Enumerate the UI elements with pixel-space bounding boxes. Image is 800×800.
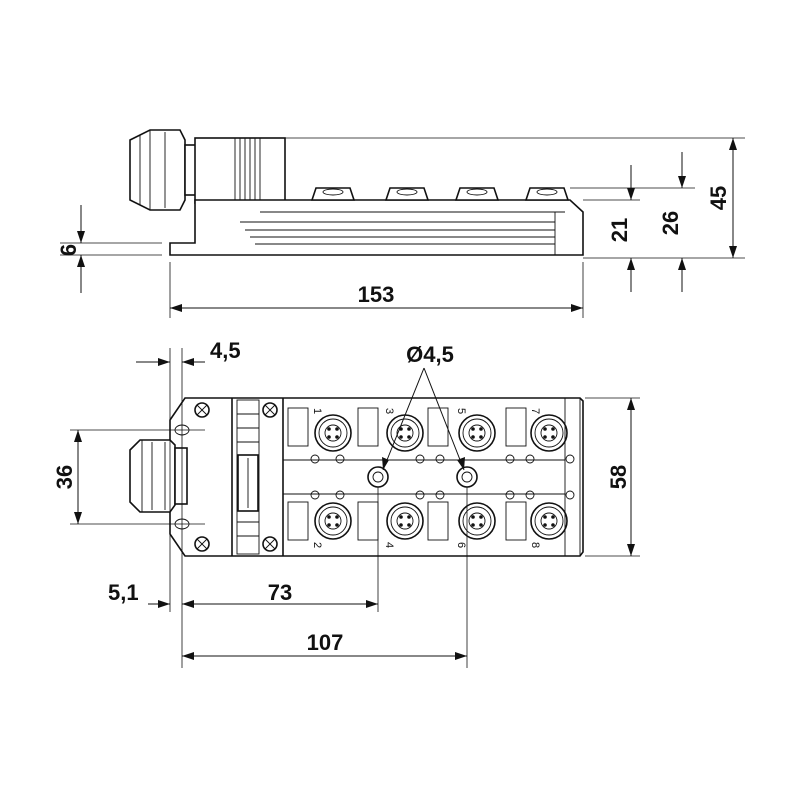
dim-4-5: 4,5: [136, 338, 241, 366]
dim-5-1-label: 5,1: [108, 580, 139, 605]
side-cable-gland: [129, 129, 198, 211]
dim-5-1: 5,1: [108, 580, 170, 608]
dim-107-label: 107: [307, 630, 344, 655]
dim-6-label: 6: [56, 244, 81, 256]
top-cable-gland: [129, 439, 188, 513]
dim-21: 21: [607, 165, 635, 292]
socket-8: [530, 502, 568, 540]
dim-153-label: 153: [358, 282, 395, 307]
dim-hole-diameter-label: Ø4,5: [406, 342, 454, 367]
side-socket-2: [384, 187, 430, 201]
side-view: 6 153 21 26 45: [56, 129, 745, 318]
port-label-7: 7: [529, 408, 541, 414]
screw-bottom-right: [262, 536, 278, 552]
socket-5: [458, 414, 496, 452]
socket-2: [314, 502, 352, 540]
dim-36: 36: [52, 430, 82, 524]
dim-45: 45: [706, 138, 737, 258]
dim-4-5-label: 4,5: [210, 338, 241, 363]
port-label-4: 4: [383, 542, 395, 548]
dim-73-label: 73: [268, 580, 292, 605]
dim-26-label: 26: [658, 211, 683, 235]
dim-45-label: 45: [706, 186, 731, 210]
side-socket-3: [454, 187, 500, 201]
port-label-3: 3: [383, 408, 395, 414]
port-label-1: 1: [311, 408, 323, 414]
dim-58: 58: [606, 398, 635, 556]
port-label-5: 5: [455, 408, 467, 414]
dim-26: 26: [658, 152, 686, 292]
screw-top-left: [194, 402, 210, 418]
dim-36-label: 36: [52, 465, 77, 489]
screw-top-right: [262, 402, 278, 418]
dim-6: 6: [56, 205, 85, 293]
dim-107: 107: [182, 630, 467, 660]
dim-21-label: 21: [607, 218, 632, 242]
socket-7: [530, 414, 568, 452]
port-label-6: 6: [455, 542, 467, 548]
socket-4: [386, 502, 424, 540]
dim-hole-diameter: Ø4,5: [382, 342, 465, 471]
socket-6: [458, 502, 496, 540]
dim-58-label: 58: [606, 465, 631, 489]
port-label-2: 2: [311, 542, 323, 548]
port-label-8: 8: [529, 542, 541, 548]
screw-bottom-left: [194, 536, 210, 552]
socket-1: [314, 414, 352, 452]
dim-153: 153: [170, 282, 583, 312]
dim-73: 73: [182, 580, 378, 608]
top-view: 1 3 5 7 2 4 6 8 4,5 Ø4,5: [52, 338, 640, 668]
side-socket-4: [524, 187, 570, 201]
side-socket-1: [310, 187, 356, 201]
